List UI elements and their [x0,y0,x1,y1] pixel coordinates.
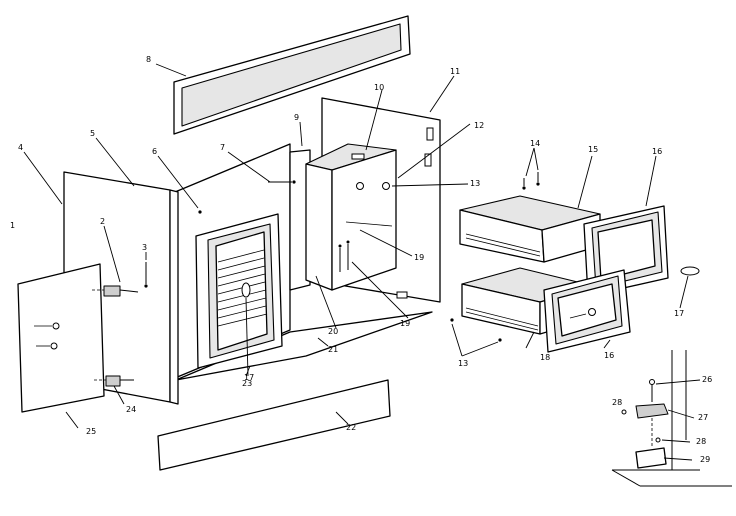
callout-15: 15 [588,145,598,154]
small-door-knob-top [52,322,60,330]
box-knob-left [356,182,364,190]
callout-21: 21 [328,345,338,354]
screw-7 [268,180,296,184]
louvered-door [195,213,283,369]
callout-16b: 16 [604,351,614,360]
callout-22: 22 [346,423,356,432]
door-louvers [217,249,268,327]
divider-panel [289,149,311,291]
screw-6 [198,210,202,214]
leveler-screw-head [649,379,655,385]
callout-3: 3 [142,243,147,252]
callout-29: 29 [700,455,710,464]
upper-drawer-front [583,205,669,297]
lower-drawer-front [543,269,631,353]
callout-26: 26 [702,375,712,384]
callout-labels: 1 2 3 4 5 6 7 8 9 10 11 12 13 14 15 16 1… [10,55,712,464]
callout-9: 9 [294,113,299,122]
callout-2: 2 [100,217,105,226]
callout-18: 18 [540,353,550,362]
callout-16a: 16 [652,147,662,156]
callout-4: 4 [18,143,23,152]
box-knob-right [382,182,390,190]
panel-clip-top [426,127,434,141]
leveler-nut [655,437,661,443]
callout-19a: 19 [414,253,424,262]
drawer-pull-knob [680,266,700,276]
screws-13 [450,318,502,342]
callout-28b: 28 [696,437,706,446]
callout-13a: 13 [470,179,480,188]
leveler-washer [621,409,627,415]
callout-17a: 17 [674,309,684,318]
header-board [173,15,411,135]
callout-1: 1 [10,221,15,230]
callout-23: 23 [242,379,252,388]
kick-board [157,379,391,471]
callout-5: 5 [90,129,95,138]
callout-14: 14 [530,139,540,148]
panel-clip-bottom [396,291,408,299]
callout-17b: 17 [244,373,254,382]
leveler-detail [611,350,732,487]
screws-19 [338,240,350,272]
callout-28a: 28 [612,398,622,407]
hinge-top [92,285,139,297]
callout-20: 20 [328,327,338,336]
door-pull-knob [241,282,251,298]
callout-6: 6 [152,147,157,156]
lower-drawer-pull [588,308,596,316]
callout-13b: 13 [458,359,468,368]
box-latch [351,153,365,160]
inner-box [305,143,397,291]
callout-12: 12 [474,121,484,130]
small-door [17,263,105,413]
callout-27: 27 [698,413,708,422]
screws-14 [522,172,540,190]
callout-24: 24 [126,405,136,414]
leader-lines [23,63,701,461]
panel-clip-mid [424,153,432,167]
callout-10: 10 [374,83,384,92]
small-door-knob-bottom [50,342,58,350]
callout-8: 8 [146,55,151,64]
callout-19b: 19 [400,319,410,328]
callout-25: 25 [86,427,96,436]
callout-7: 7 [220,143,225,152]
hinge-bottom [94,375,134,387]
callout-11: 11 [450,67,460,76]
screw-3 [144,262,148,288]
